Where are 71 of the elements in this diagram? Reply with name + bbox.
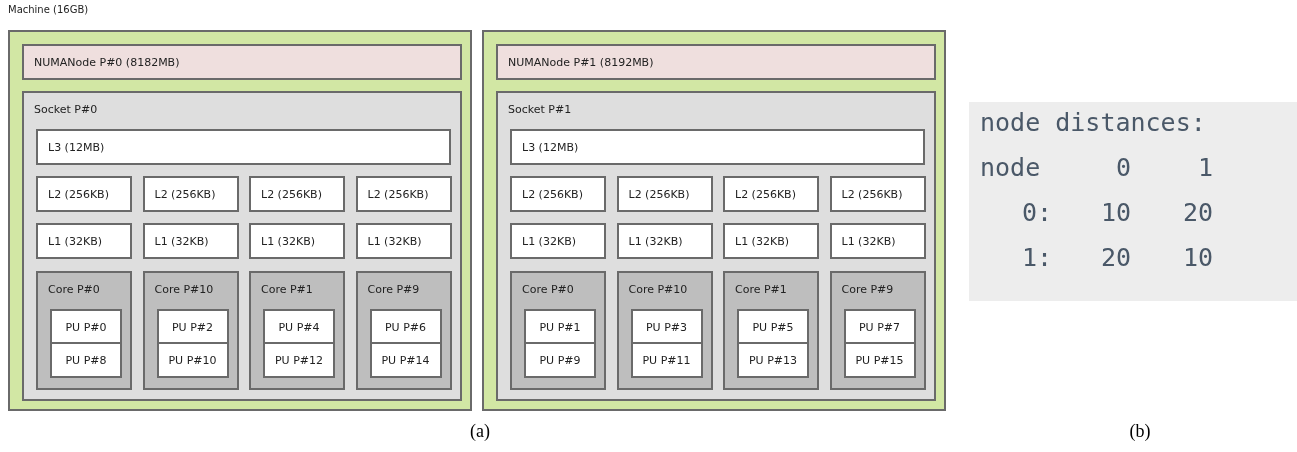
socket-box [496, 91, 936, 401]
pu-box: PU P#12 [263, 342, 335, 378]
package-box [482, 30, 946, 411]
cache-box: L1 (32KB) [36, 223, 132, 259]
pu-box: PU P#15 [843, 342, 916, 378]
table-cell-text: 20 [1100, 242, 1131, 274]
table-cell-text: 10 [1100, 197, 1131, 229]
table-cell-text: 10 [1182, 242, 1213, 274]
heading-label: Core P#10 [154, 283, 214, 296]
cache-box: L3 (12MB) [510, 129, 925, 165]
core-box [249, 271, 345, 390]
cache-box: L1 (32KB) [355, 223, 452, 259]
cache-box: L1 (32KB) [723, 223, 819, 259]
heading-label: Core P#1 [261, 283, 313, 296]
heading-label: Core P#0 [48, 283, 100, 296]
cache-box: L2 (256KB) [249, 176, 345, 212]
table-cell-text: 1: [1021, 242, 1052, 274]
pu-box: PU P#9 [524, 342, 596, 378]
pu-box: PU P#5 [737, 309, 809, 345]
cache-box: L1 (32KB) [829, 223, 926, 259]
pu-box: PU P#4 [263, 309, 335, 345]
heading-label: Socket P#0 [34, 103, 98, 116]
cache-box: L1 (32KB) [616, 223, 713, 259]
numa-node-box: NUMANode P#1 (8192MB) [496, 44, 936, 80]
caption: (b) [1129, 420, 1151, 442]
package-box [8, 30, 472, 411]
cache-box: L2 (256KB) [36, 176, 132, 212]
core-box [723, 271, 819, 390]
core-box [616, 271, 713, 390]
cache-box: L1 (32KB) [249, 223, 345, 259]
cache-box: L3 (12MB) [36, 129, 451, 165]
core-box [829, 271, 926, 390]
pu-box: PU P#0 [50, 309, 122, 345]
heading-label: Core P#1 [735, 283, 787, 296]
numa-node-box: NUMANode P#0 (8182MB) [22, 44, 462, 80]
table-cell-text: 0 [1115, 152, 1131, 184]
cache-box: L2 (256KB) [616, 176, 713, 212]
table-cell-text: 0: [1021, 197, 1052, 229]
cache-box: L2 (256KB) [829, 176, 926, 212]
heading-label: Machine (16GB) [8, 4, 89, 15]
cache-box: L2 (256KB) [142, 176, 239, 212]
table-cell-text: 1 [1197, 152, 1213, 184]
pu-box: PU P#3 [630, 309, 703, 345]
core-box [510, 271, 606, 390]
pu-box: PU P#6 [369, 309, 442, 345]
pu-box: PU P#13 [737, 342, 809, 378]
cache-box: L1 (32KB) [142, 223, 239, 259]
core-box [36, 271, 132, 390]
cache-box: L2 (256KB) [355, 176, 452, 212]
table-cell-text: node [980, 152, 1041, 184]
core-box [142, 271, 239, 390]
pu-box: PU P#7 [843, 309, 916, 345]
pu-box: PU P#10 [156, 342, 229, 378]
heading-label: Core P#9 [367, 283, 420, 296]
pu-box: PU P#2 [156, 309, 229, 345]
caption: (a) [470, 420, 490, 442]
heading-label: Core P#9 [841, 283, 894, 296]
cache-box: L2 (256KB) [723, 176, 819, 212]
pu-box: PU P#8 [50, 342, 122, 378]
pu-box: PU P#1 [524, 309, 596, 345]
core-box [355, 271, 452, 390]
heading-label: Core P#10 [628, 283, 688, 296]
cache-box: L2 (256KB) [510, 176, 606, 212]
cache-box: L1 (32KB) [510, 223, 606, 259]
socket-box [22, 91, 462, 401]
pu-box: PU P#14 [369, 342, 442, 378]
pu-box: PU P#11 [630, 342, 703, 378]
table-cell-text: 20 [1182, 197, 1213, 229]
table-heading: node distances: [980, 107, 1206, 139]
heading-label: Core P#0 [522, 283, 574, 296]
heading-label: Socket P#1 [508, 103, 572, 116]
